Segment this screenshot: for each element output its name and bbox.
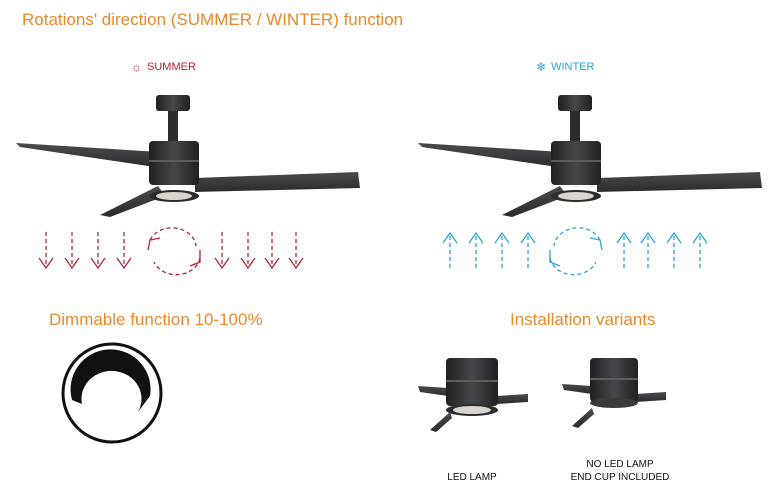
down-arrow-icon	[264, 232, 280, 270]
dimmable-heading: Dimmable function 10-100%	[49, 310, 263, 329]
rotation-counterclockwise-icon	[549, 227, 603, 276]
up-arrow-icon	[442, 231, 458, 268]
caption-line: END CUP INCLUDED	[570, 472, 670, 483]
down-arrow-icon	[64, 232, 80, 270]
up-arrow-icon	[468, 231, 484, 268]
snowflake-icon: ❄	[536, 60, 547, 74]
summer-label: ☼ SUMMER	[131, 60, 196, 74]
install-variant-led-lamp	[418, 358, 528, 432]
up-arrow-icon	[616, 231, 632, 268]
down-arrow-icon	[214, 232, 230, 270]
winter-label-text: WINTER	[551, 61, 595, 73]
rotation-clockwise-icon	[147, 227, 201, 276]
winter-label: ❄ WINTER	[536, 60, 594, 74]
down-arrow-icon	[240, 232, 256, 270]
summer-label-text: SUMMER	[147, 61, 196, 73]
winter-fan	[418, 95, 762, 217]
variant-caption-led-lamp: LED LAMP	[432, 471, 512, 484]
down-arrow-icon	[288, 232, 304, 270]
summer-fan	[16, 95, 360, 217]
summer-airflow	[38, 227, 304, 276]
caption-line: NO LED LAMP	[586, 459, 654, 470]
down-arrow-icon	[116, 232, 132, 270]
install-variant-end-cup	[562, 358, 666, 428]
sun-icon: ☼	[131, 60, 142, 74]
up-arrow-icon	[520, 231, 536, 268]
dimmer-dial-icon	[61, 342, 163, 444]
up-arrow-icon	[692, 231, 708, 268]
winter-airflow	[442, 227, 708, 276]
up-arrow-icon	[640, 231, 656, 268]
up-arrow-icon	[494, 231, 510, 268]
down-arrow-icon	[38, 232, 54, 270]
down-arrow-icon	[90, 232, 106, 270]
up-arrow-icon	[666, 231, 682, 268]
page-title: Rotations' direction (SUMMER / WINTER) f…	[22, 10, 404, 29]
installation-heading: Installation variants	[510, 310, 656, 329]
variant-caption-end-cup: NO LED LAMP END CUP INCLUDED	[555, 458, 685, 484]
caption-line: LED LAMP	[447, 472, 497, 483]
